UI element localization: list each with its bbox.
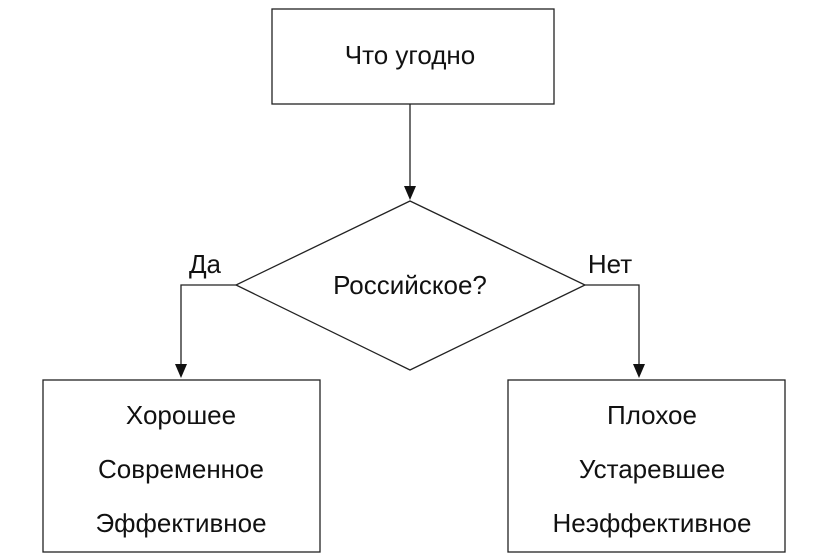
result-no-box <box>507 379 786 553</box>
connector-yes: Да <box>175 249 236 378</box>
result-yes-line-2: Современное <box>98 454 264 484</box>
result-yes-line-1: Хорошее <box>126 400 236 430</box>
connector-start-decision <box>404 104 416 200</box>
arrowhead-icon <box>175 364 187 378</box>
start-node: Что угодно <box>271 8 555 105</box>
result-no-node: Плохое Устаревшее Неэффективное <box>507 379 786 553</box>
connector-line-no <box>585 284 640 364</box>
connector-line-yes <box>180 284 236 364</box>
result-no-line-1: Плохое <box>607 400 697 430</box>
branch-yes-label: Да <box>189 249 222 279</box>
result-no-line-3: Неэффективное <box>553 508 752 538</box>
result-yes-node: Хорошее Современное Эффективное <box>42 379 321 553</box>
result-no-line-2: Устаревшее <box>579 454 725 484</box>
decision-diamond <box>234 200 587 371</box>
connector-no: Нет <box>585 249 645 378</box>
arrowhead-icon <box>404 186 416 200</box>
result-yes-line-3: Эффективное <box>95 508 266 538</box>
arrowhead-icon <box>633 364 645 378</box>
decision-node: Российское? <box>234 200 587 371</box>
decision-label: Российское? <box>333 270 487 300</box>
start-box <box>271 8 555 105</box>
branch-no-label: Нет <box>588 249 632 279</box>
start-label: Что угодно <box>345 40 475 70</box>
result-yes-box <box>42 379 321 553</box>
